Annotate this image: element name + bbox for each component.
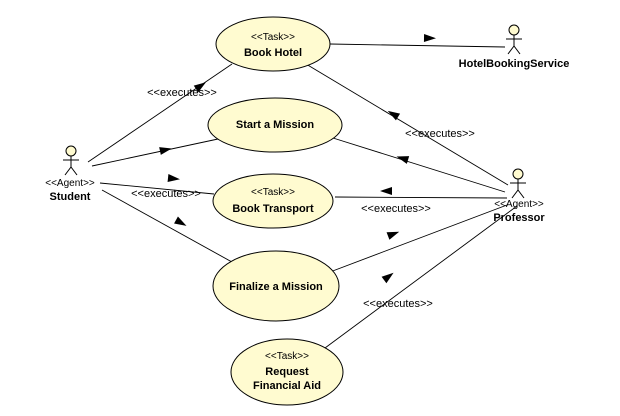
usecase-book-transport-stereotype: <<Task>> [251, 187, 295, 198]
usecase-request-aid-name-line2: Financial Aid [253, 380, 321, 392]
usecase-book-hotel-name: Book Hotel [244, 47, 302, 59]
actor-student[interactable]: <<Agent>> Student [45, 145, 95, 203]
arrowhead-professor-start-mission [396, 156, 410, 164]
edge-student-book-hotel [87, 63, 233, 163]
edge-professor-book-transport [334, 196, 508, 199]
arrowhead-professor-request-aid [381, 272, 394, 284]
usecase-start-mission-name: Start a Mission [236, 119, 315, 131]
usecase-book-transport[interactable]: <<Task>> Book Transport [212, 173, 334, 229]
actor-hotel-booking-service[interactable]: HotelBookingService [459, 24, 570, 70]
edge-professor-finalize-mission [329, 204, 508, 273]
actor-figure-icon [510, 168, 526, 199]
usecase-book-hotel[interactable]: <<Task>> Book Hotel [215, 16, 331, 72]
edge-professor-start-mission [332, 137, 506, 193]
usecase-book-hotel-stereotype: <<Task>> [251, 32, 295, 43]
edge-student-book-transport [99, 182, 215, 195]
label-professor-book-hotel: <<executes>> [405, 128, 475, 140]
label-student-book-hotel: <<executes>> [147, 87, 217, 99]
usecase-start-mission[interactable]: Start a Mission [207, 97, 343, 153]
arrowhead-hotel-service [423, 34, 436, 42]
edge-student-start-mission [91, 138, 219, 167]
arrowhead-professor-book-transport [380, 187, 392, 195]
label-student-book-transport: <<executes>> [131, 188, 201, 200]
actor-figure-icon [506, 24, 522, 55]
actor-hotel-service-name: HotelBookingService [459, 58, 570, 70]
arrowhead-student-book-hotel [193, 82, 206, 93]
usecase-request-aid-stereotype: <<Task>> [265, 351, 309, 362]
label-professor-request-aid: <<executes>> [363, 298, 433, 310]
actor-professor[interactable]: <<Agent>> Professor [493, 168, 545, 224]
arrowhead-professor-finalize-mission [386, 231, 400, 240]
actor-professor-stereotype: <<Agent>> [494, 199, 544, 210]
arrowhead-student-finalize-mission [174, 216, 187, 226]
usecase-request-aid[interactable]: <<Task>> Request Financial Aid [230, 338, 344, 406]
edge-professor-book-hotel [305, 63, 509, 186]
edge-student-finalize-mission [101, 189, 251, 273]
edge-professor-request-aid [324, 205, 518, 349]
actor-figure-icon [63, 145, 79, 176]
usecase-request-aid-name-line1: Request [265, 366, 309, 378]
usecase-book-transport-name: Book Transport [232, 203, 314, 215]
associations [87, 43, 518, 349]
actor-student-name: Student [50, 191, 91, 203]
arrowheads [159, 34, 436, 284]
arrowhead-student-book-transport [167, 174, 180, 182]
arrowhead-professor-book-hotel [387, 110, 401, 121]
arrowhead-student-start-mission [159, 147, 172, 155]
actor-professor-name: Professor [493, 212, 545, 224]
edge-book-hotel-hotel-service [329, 43, 506, 48]
usecase-finalize-mission-name: Finalize a Mission [229, 281, 323, 293]
label-professor-book-transport: <<executes>> [361, 203, 431, 215]
usecase-finalize-mission[interactable]: Finalize a Mission [212, 250, 340, 322]
actor-student-stereotype: <<Agent>> [45, 178, 95, 189]
